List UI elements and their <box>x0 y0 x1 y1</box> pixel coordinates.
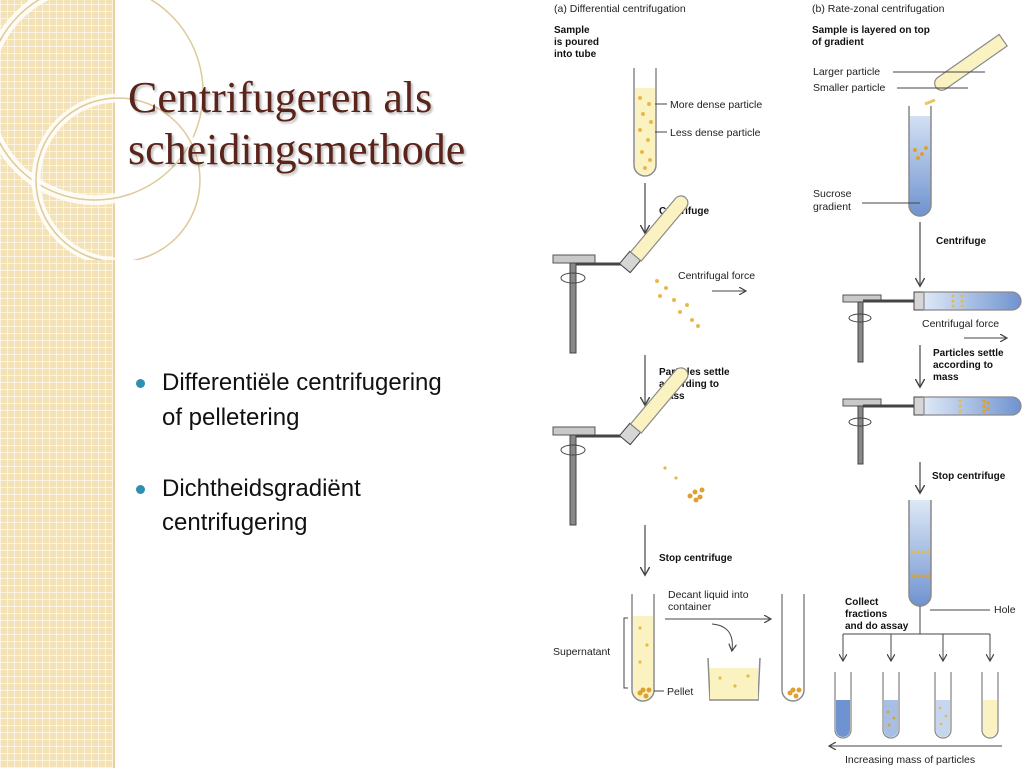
fraction-tube-4 <box>981 672 999 739</box>
centrifuge-b-1 <box>842 291 1022 363</box>
pouring-tube <box>934 33 1008 91</box>
collect-label-2: fractions <box>845 609 888 620</box>
increasing-mass-label: Increasing mass of particles <box>845 754 975 766</box>
pellet-label: Pellet <box>667 686 693 698</box>
panel-a-step-label-2: is poured <box>554 37 599 48</box>
bullet-text-line-1: Differentiële centrifugering <box>162 369 442 396</box>
bullet-dot-icon <box>136 379 145 388</box>
slide-title-line-1: Centrifugeren als <box>128 73 433 122</box>
bullet-list: Differentiële centrifugering of pelleter… <box>136 366 546 577</box>
settle-label-b-2: according to <box>933 360 993 371</box>
sucrose-label-1: Sucrose <box>813 188 852 200</box>
beaker <box>707 657 761 701</box>
centrifuge-b-2 <box>842 396 1022 465</box>
slide-title-line-2: scheidingsmethode <box>128 124 466 174</box>
fraction-tube-2 <box>882 672 900 739</box>
panel-a-heading: (a) Differential centrifugation <box>554 3 686 15</box>
centrifuge-a-2 <box>552 367 705 526</box>
sample-tube-a <box>633 68 657 177</box>
settle-label-b-1: Particles settle <box>933 348 1004 359</box>
more-dense-label: More dense particle <box>670 99 762 111</box>
supernatant-label: Supernatant <box>553 646 610 658</box>
decorative-rings <box>0 0 208 260</box>
larger-particle-label: Larger particle <box>813 66 880 78</box>
stop-label-a: Stop centrifuge <box>659 553 733 564</box>
bullet-item-density-gradient: Dichtheidsgradiënt centrifugering <box>136 472 546 542</box>
decant-label-2: container <box>668 601 712 613</box>
centrifuge-label-a: Centrifuge <box>659 206 709 217</box>
fraction-tube-3 <box>934 672 952 739</box>
panel-b-step-label-2: of gradient <box>812 37 864 48</box>
decant-label-1: Decant liquid into <box>668 589 749 601</box>
final-tube-a <box>631 594 655 702</box>
bullet-text-line-1: Dichtheidsgradiënt <box>162 474 361 502</box>
bullet-item-differential: Differentiële centrifugering of pelleter… <box>136 366 546 436</box>
smaller-particle-label: Smaller particle <box>813 82 886 94</box>
bullet-dot-icon <box>136 484 145 494</box>
bullet-text-line-2: of pelletering <box>162 403 300 431</box>
settle-label-a-2: according to <box>659 379 719 390</box>
panel-a-step-label-1: Sample <box>554 25 590 36</box>
bullet-text-line-2: centrifugering <box>162 509 308 537</box>
final-gradient-tube <box>908 500 932 607</box>
centrifugal-force-label-b: Centrifugal force <box>922 318 999 330</box>
collect-label-1: Collect <box>845 597 879 608</box>
centrifugation-figure: (a) Differential centrifugation Sample i… <box>552 3 1022 766</box>
centrifuge-label-b: Centrifuge <box>936 236 986 247</box>
fraction-tube-1 <box>834 672 852 739</box>
panel-a-step-label-3: into tube <box>554 49 597 60</box>
centrifugal-force-label-a: Centrifugal force <box>678 270 755 282</box>
gradient-tube-b <box>908 106 932 217</box>
collect-label-3: and do assay <box>845 621 909 632</box>
sucrose-label-2: gradient <box>813 201 851 213</box>
panel-b-heading: (b) Rate-zonal centrifugation <box>812 3 945 15</box>
empty-tube-with-pellet <box>781 594 805 702</box>
settle-label-a-1: Particles settle <box>659 367 730 378</box>
slide-title: Centrifugeren als scheidingsmethode <box>128 72 548 176</box>
hole-label: Hole <box>994 604 1016 616</box>
panel-b-step-label-1: Sample is layered on top <box>812 25 930 36</box>
centrifuge-a-1 <box>552 195 700 354</box>
settle-label-b-3: mass <box>933 372 959 383</box>
stop-label-b: Stop centrifuge <box>932 471 1006 482</box>
less-dense-label: Less dense particle <box>670 127 761 139</box>
